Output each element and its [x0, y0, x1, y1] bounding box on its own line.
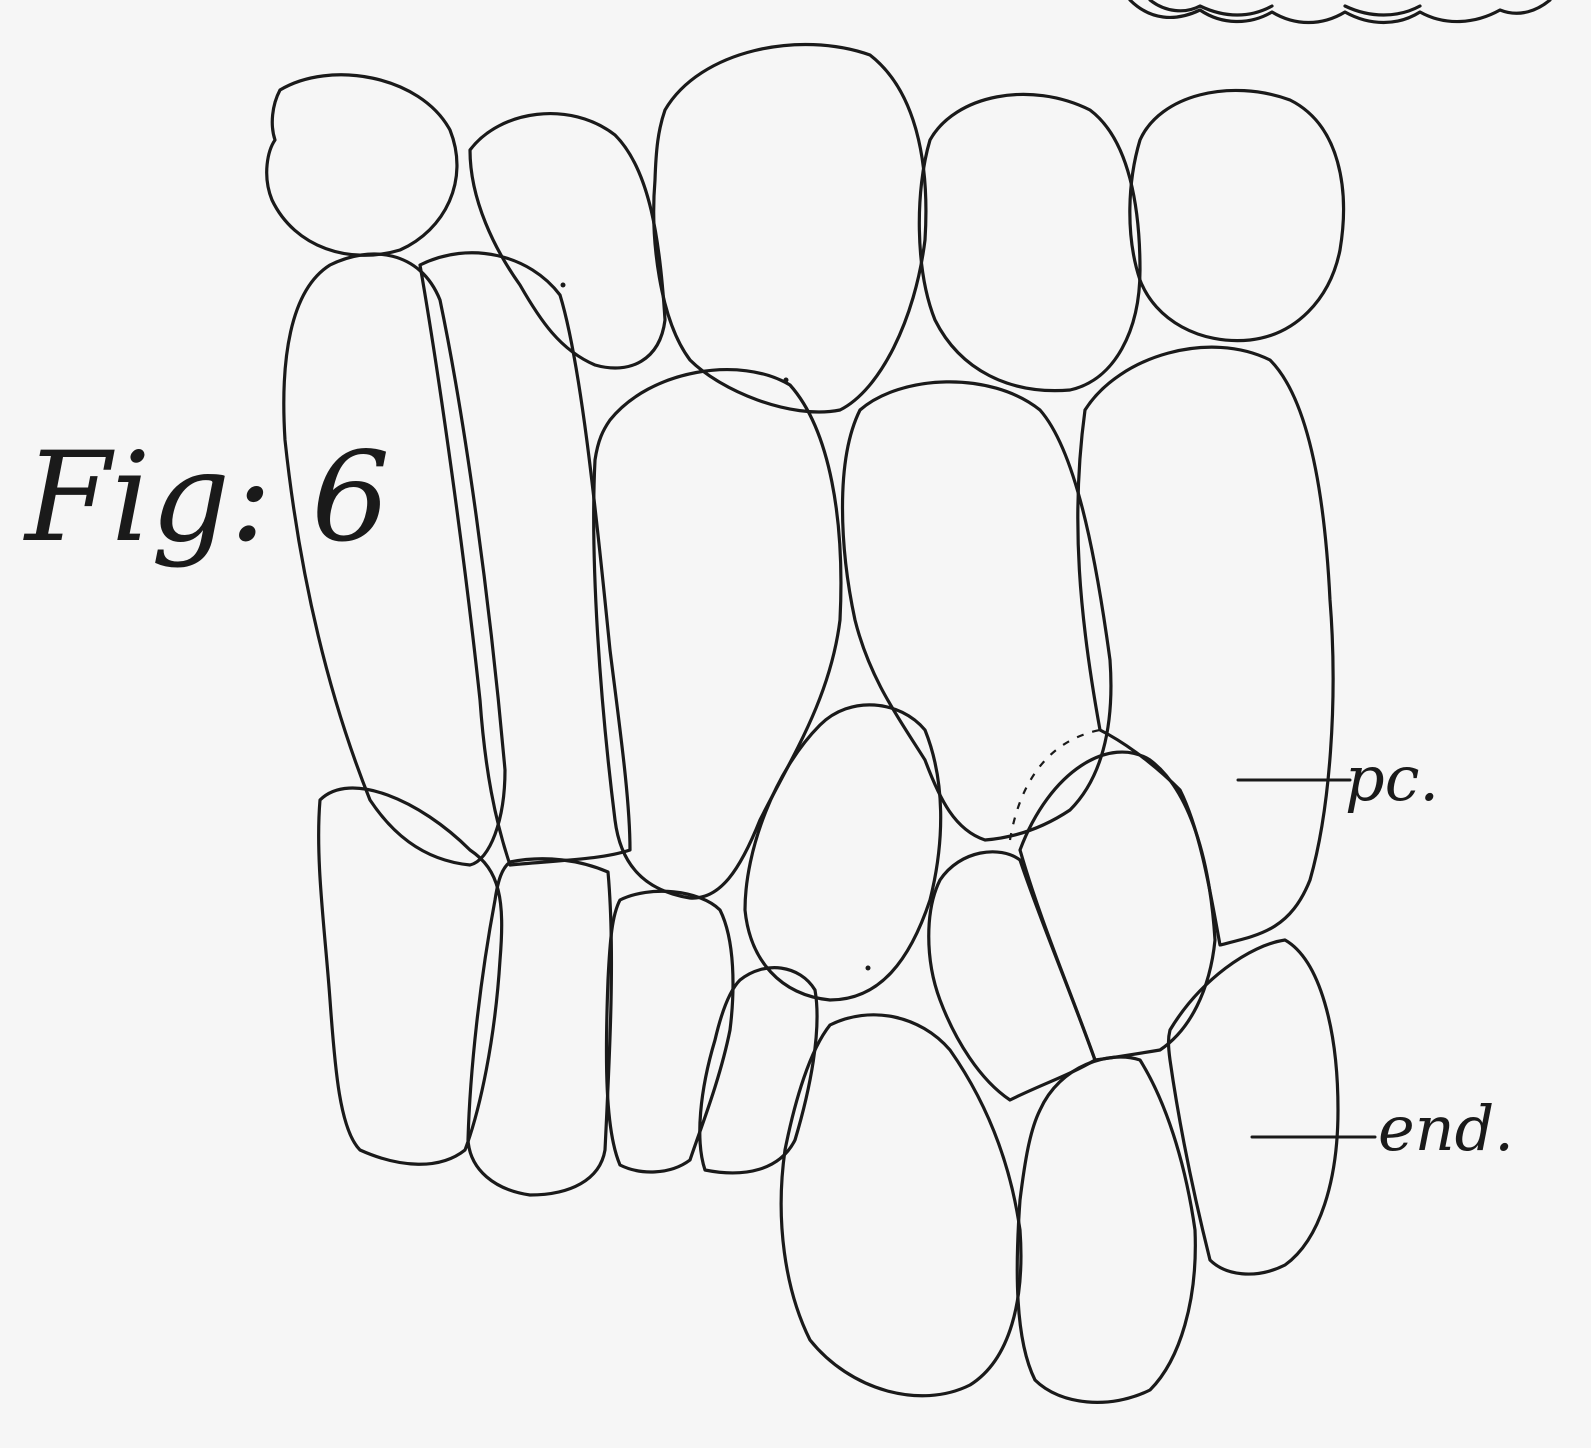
cell-dashed	[1010, 730, 1100, 840]
cell-mid-3	[594, 370, 841, 898]
cell-midlow-2	[929, 852, 1095, 1100]
cell-low-5	[781, 1015, 1021, 1396]
cell-low-4	[700, 968, 817, 1173]
cell-midlow-1	[745, 705, 941, 1000]
dot-mark	[866, 966, 871, 971]
dot-mark	[784, 378, 789, 383]
cell-top-1	[267, 75, 457, 255]
cell-low-3	[606, 891, 733, 1172]
cell-low-6	[1017, 1057, 1195, 1402]
figure-title: Fig: 6	[23, 426, 390, 570]
cell-top-5	[1130, 90, 1344, 340]
cell-mid-2	[420, 253, 630, 865]
cell-low-2	[468, 859, 611, 1195]
cell-mid-5	[1078, 347, 1333, 945]
endodermis-label: end.	[1378, 1092, 1514, 1165]
cell-mid-4	[843, 382, 1111, 840]
pericycle-label: pc.	[1345, 742, 1439, 815]
cell-top-3	[654, 44, 926, 411]
cell-top-4	[919, 94, 1140, 390]
cell-midlow-3	[1020, 752, 1215, 1060]
outer-layer-fragment	[1130, 0, 1550, 23]
dot-mark	[561, 283, 566, 288]
